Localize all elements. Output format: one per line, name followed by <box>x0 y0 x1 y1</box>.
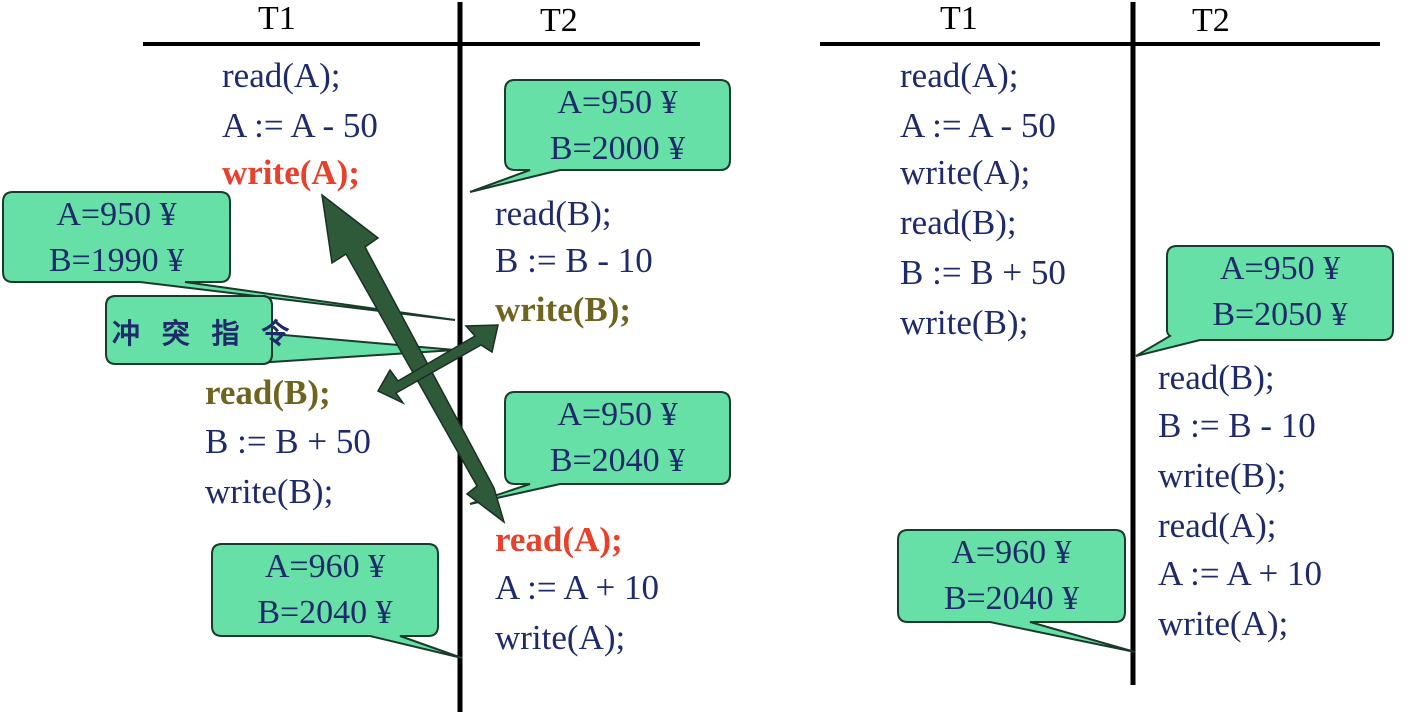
callout-text: A=960 ¥B=2040 ¥ <box>943 534 1080 617</box>
right-t1-op: read(A); <box>900 56 1019 95</box>
right-t2-op: B := B - 10 <box>1158 406 1316 445</box>
right-t1-op: write(A); <box>900 153 1031 192</box>
callout-text: A=950 ¥B=2000 ¥ <box>549 84 686 167</box>
callout-bubble <box>1135 245 1394 357</box>
left-t2-op-conflict: read(A); <box>495 520 623 559</box>
callout-bubble <box>469 391 731 505</box>
right-t1-op: B := B + 50 <box>900 253 1066 292</box>
right-t2-header: T2 <box>1192 2 1230 39</box>
callout-text: A=950 ¥B=2040 ¥ <box>549 396 686 479</box>
right-t1-op: read(B); <box>900 203 1017 242</box>
callout-bubble <box>897 529 1136 653</box>
right-t2-op: read(B); <box>1158 358 1275 397</box>
callout-text: A=950 ¥B=2050 ¥ <box>1212 250 1348 333</box>
right-t2-op: write(B); <box>1158 456 1287 495</box>
conflict-arrow-b <box>376 324 499 405</box>
left-t1-op-conflict: write(A); <box>222 153 360 192</box>
left-t2-op: A := A + 10 <box>495 568 659 607</box>
callout-bubble <box>2 191 456 321</box>
callout-bubble <box>469 79 731 193</box>
callout-bubble <box>211 543 463 659</box>
right-t2-op: A := A + 10 <box>1158 554 1322 593</box>
left-t1-op: write(B); <box>205 472 334 511</box>
left-t2-op: read(B); <box>495 194 612 233</box>
left-t1-op-conflict: read(B); <box>205 373 331 412</box>
left-t2-op-conflict: write(B); <box>495 290 632 329</box>
right-t1-op: A := A - 50 <box>900 106 1056 145</box>
right-t2-op: read(A); <box>1158 506 1277 545</box>
left-t1-header: T1 <box>258 0 296 37</box>
left-t2-header: T2 <box>540 2 578 39</box>
callout-text: A=960 ¥B=2040 ¥ <box>257 548 393 631</box>
left-t1-op: read(A); <box>222 56 341 95</box>
conflict-arrow-a <box>320 193 506 524</box>
right-t2-op: write(A); <box>1158 604 1289 643</box>
right-t1-header: T1 <box>940 0 978 37</box>
left-t1-op: A := A - 50 <box>222 106 378 145</box>
left-t2-op: B := B - 10 <box>495 241 653 280</box>
right-t1-op: write(B); <box>900 303 1029 342</box>
callout-text: A=950 ¥B=1990 ¥ <box>48 196 185 279</box>
left-t2-op: write(A); <box>495 618 626 657</box>
conflict-instructions-label: 冲 突 指 令 <box>112 317 296 350</box>
left-t1-op: B := B + 50 <box>205 422 371 461</box>
